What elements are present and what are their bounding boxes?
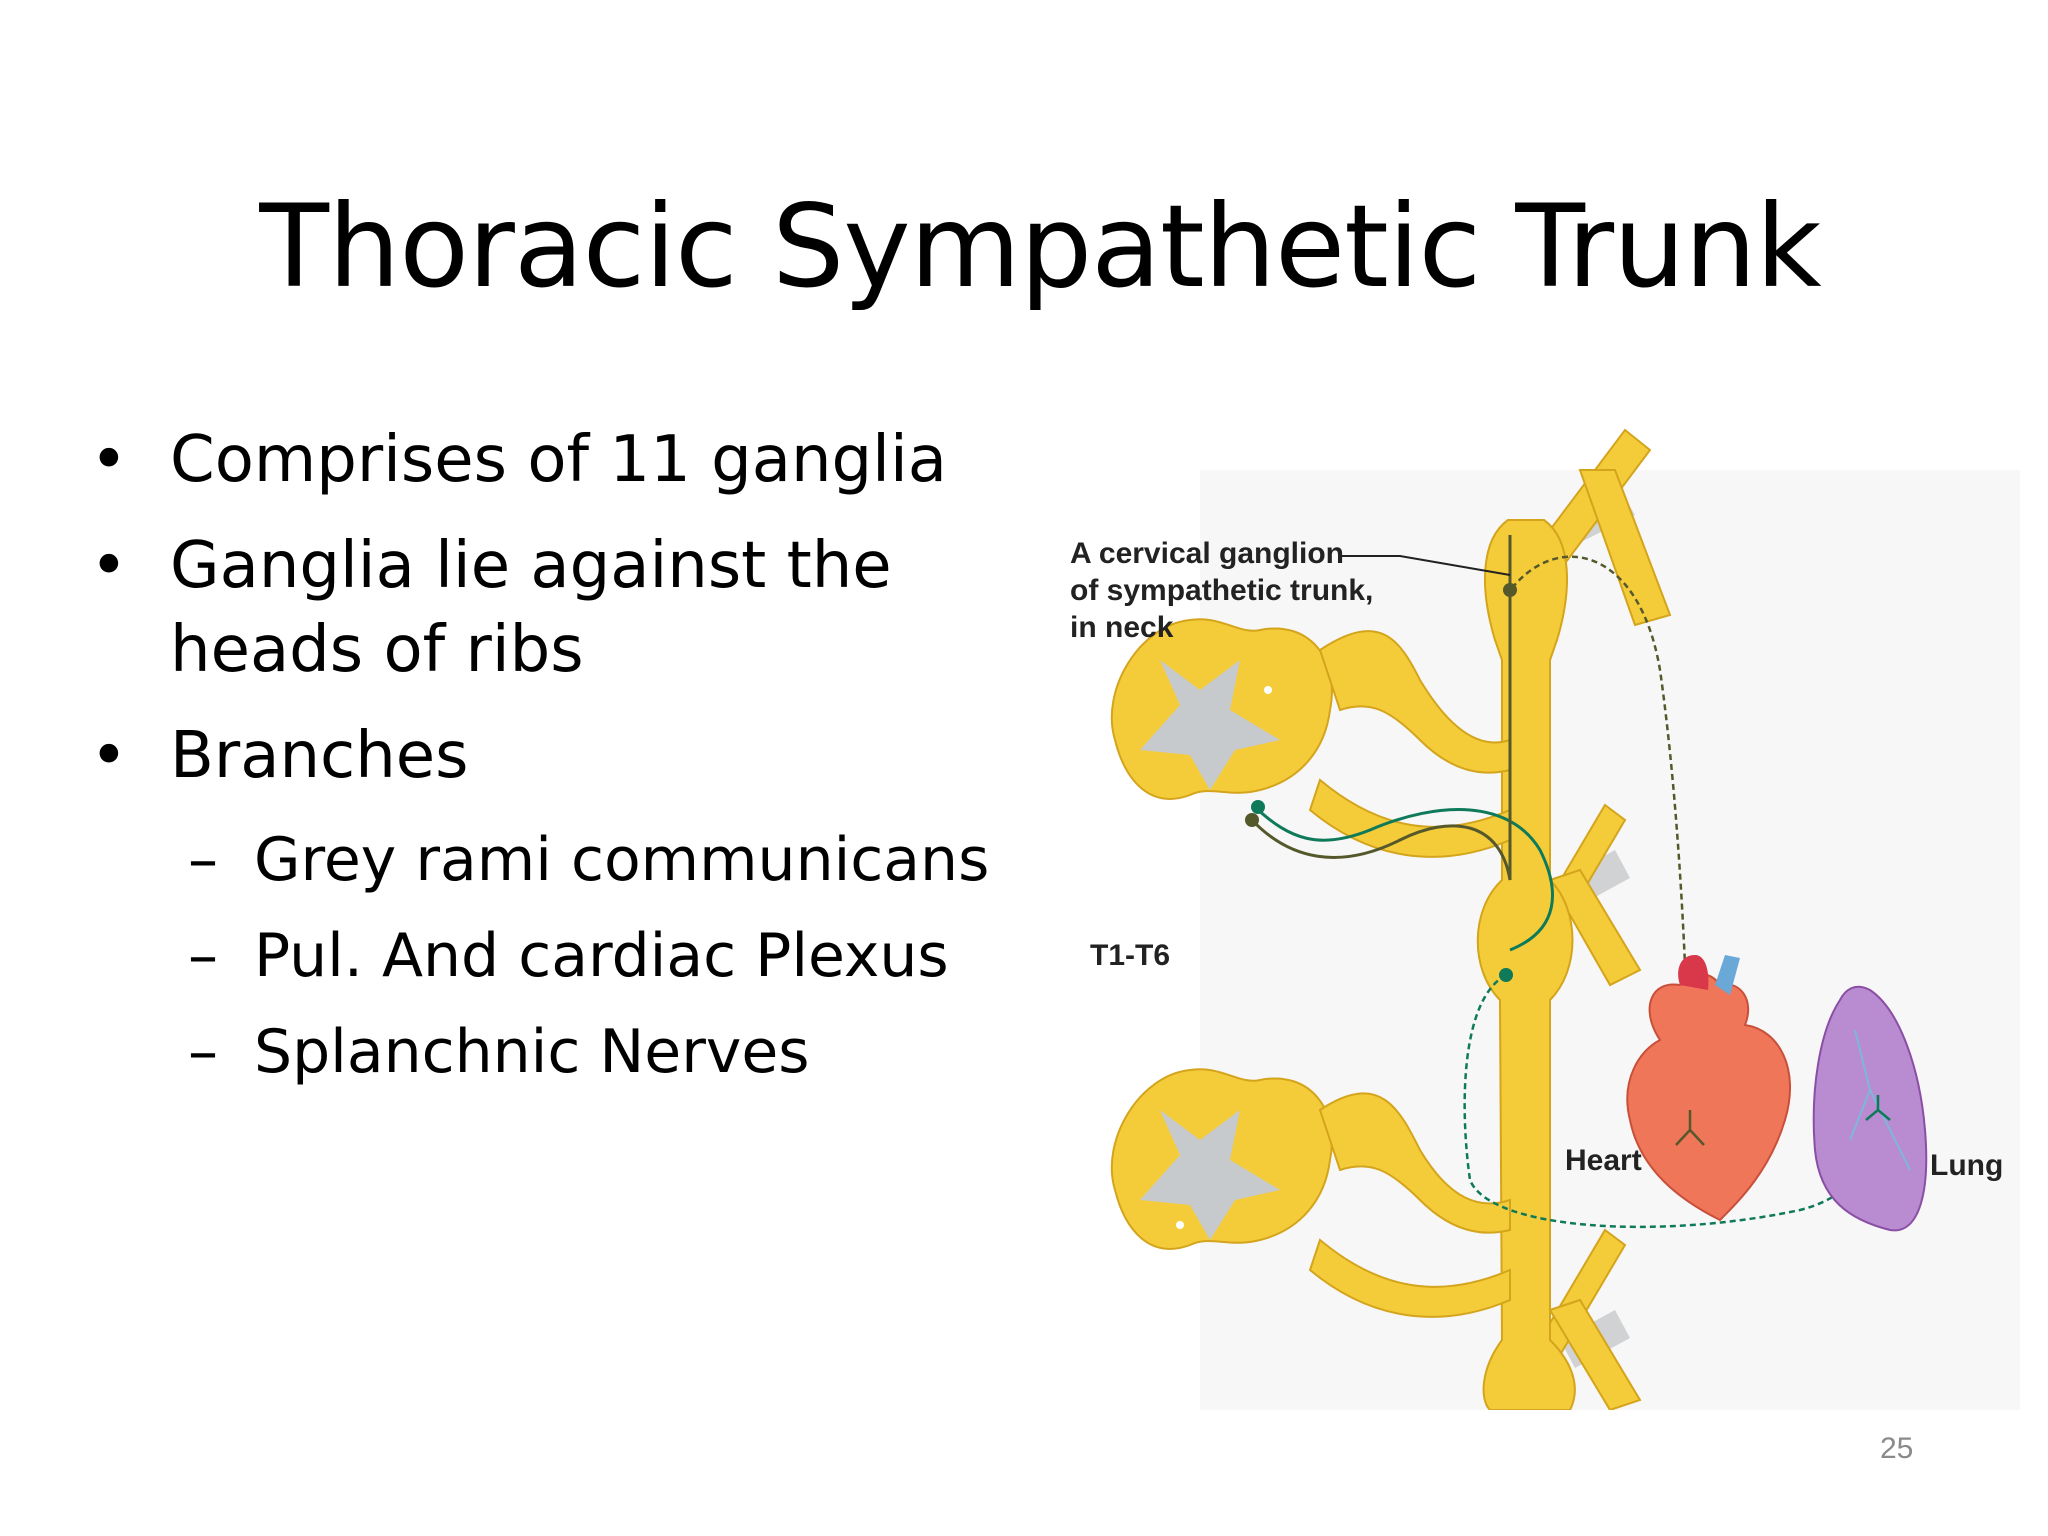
label-lung: Lung — [1930, 1149, 2003, 1182]
neuron-cell-body — [1245, 813, 1259, 827]
sub-bullet-text: Grey rami communicans — [254, 825, 990, 895]
label-cervical-ganglion: A cervical ganglion — [1070, 537, 1344, 570]
sub-bullet-item: – Grey rami communicans — [90, 820, 990, 900]
sub-bullet-item: – Splanchnic Nerves — [90, 1012, 990, 1092]
dash-marker: – — [188, 1017, 218, 1087]
sub-bullet-text: Splanchnic Nerves — [254, 1017, 810, 1087]
central-canal — [1264, 686, 1272, 694]
label-cervical-ganglion: in neck — [1070, 611, 1174, 644]
label-cervical-ganglion: of sympathetic trunk, — [1070, 574, 1373, 607]
nerve-ending — [1865, 1095, 1891, 1121]
bullet-list: Comprises of 11 ganglia Ganglia lie agai… — [90, 418, 990, 1108]
lung-illustration — [1812, 985, 1928, 1232]
neuron-cell-body — [1251, 800, 1265, 814]
central-canal — [1176, 1221, 1184, 1229]
pulmonary-artery — [1715, 955, 1740, 995]
bullet-item: Branches — [90, 714, 990, 798]
aorta — [1678, 955, 1709, 990]
dash-marker: – — [188, 921, 218, 991]
anatomy-illustration: A cervical ganglion of sympathetic trunk… — [1040, 410, 2020, 1412]
postganglionic-fiber-lung — [1463, 973, 1880, 1229]
page-number: 25 — [1880, 1432, 1914, 1465]
grey-matter — [1140, 660, 1280, 790]
label-segments: T1-T6 — [1090, 939, 1170, 972]
nerve-branch — [1578, 469, 1672, 627]
ramus-communicans — [1308, 1238, 1511, 1318]
sub-bullet-item: – Pul. And cardiac Plexus — [90, 916, 990, 996]
bullet-item: Ganglia lie against the heads of ribs — [90, 524, 990, 692]
grey-matter — [1140, 1110, 1280, 1240]
nerve-ending — [1675, 1110, 1705, 1146]
preganglionic-fiber — [1250, 535, 1512, 881]
nerve-branch — [1548, 1298, 1642, 1412]
preganglionic-fiber — [1253, 805, 1554, 952]
nerve-branch — [1548, 868, 1642, 987]
label-leader-line — [1340, 555, 1511, 576]
label-heart: Heart — [1565, 1144, 1642, 1177]
sympathetic-trunk-diagram: A cervical ganglion of sympathetic trunk… — [1070, 428, 2020, 1412]
slide-title: Thoracic Sympathetic Trunk — [259, 180, 1821, 313]
spinal-nerve — [1318, 1092, 1511, 1234]
dash-marker: – — [188, 825, 218, 895]
sub-bullet-text: Pul. And cardiac Plexus — [254, 921, 949, 991]
bullet-item: Comprises of 11 ganglia — [90, 418, 990, 502]
bronchi — [1849, 1029, 1911, 1171]
